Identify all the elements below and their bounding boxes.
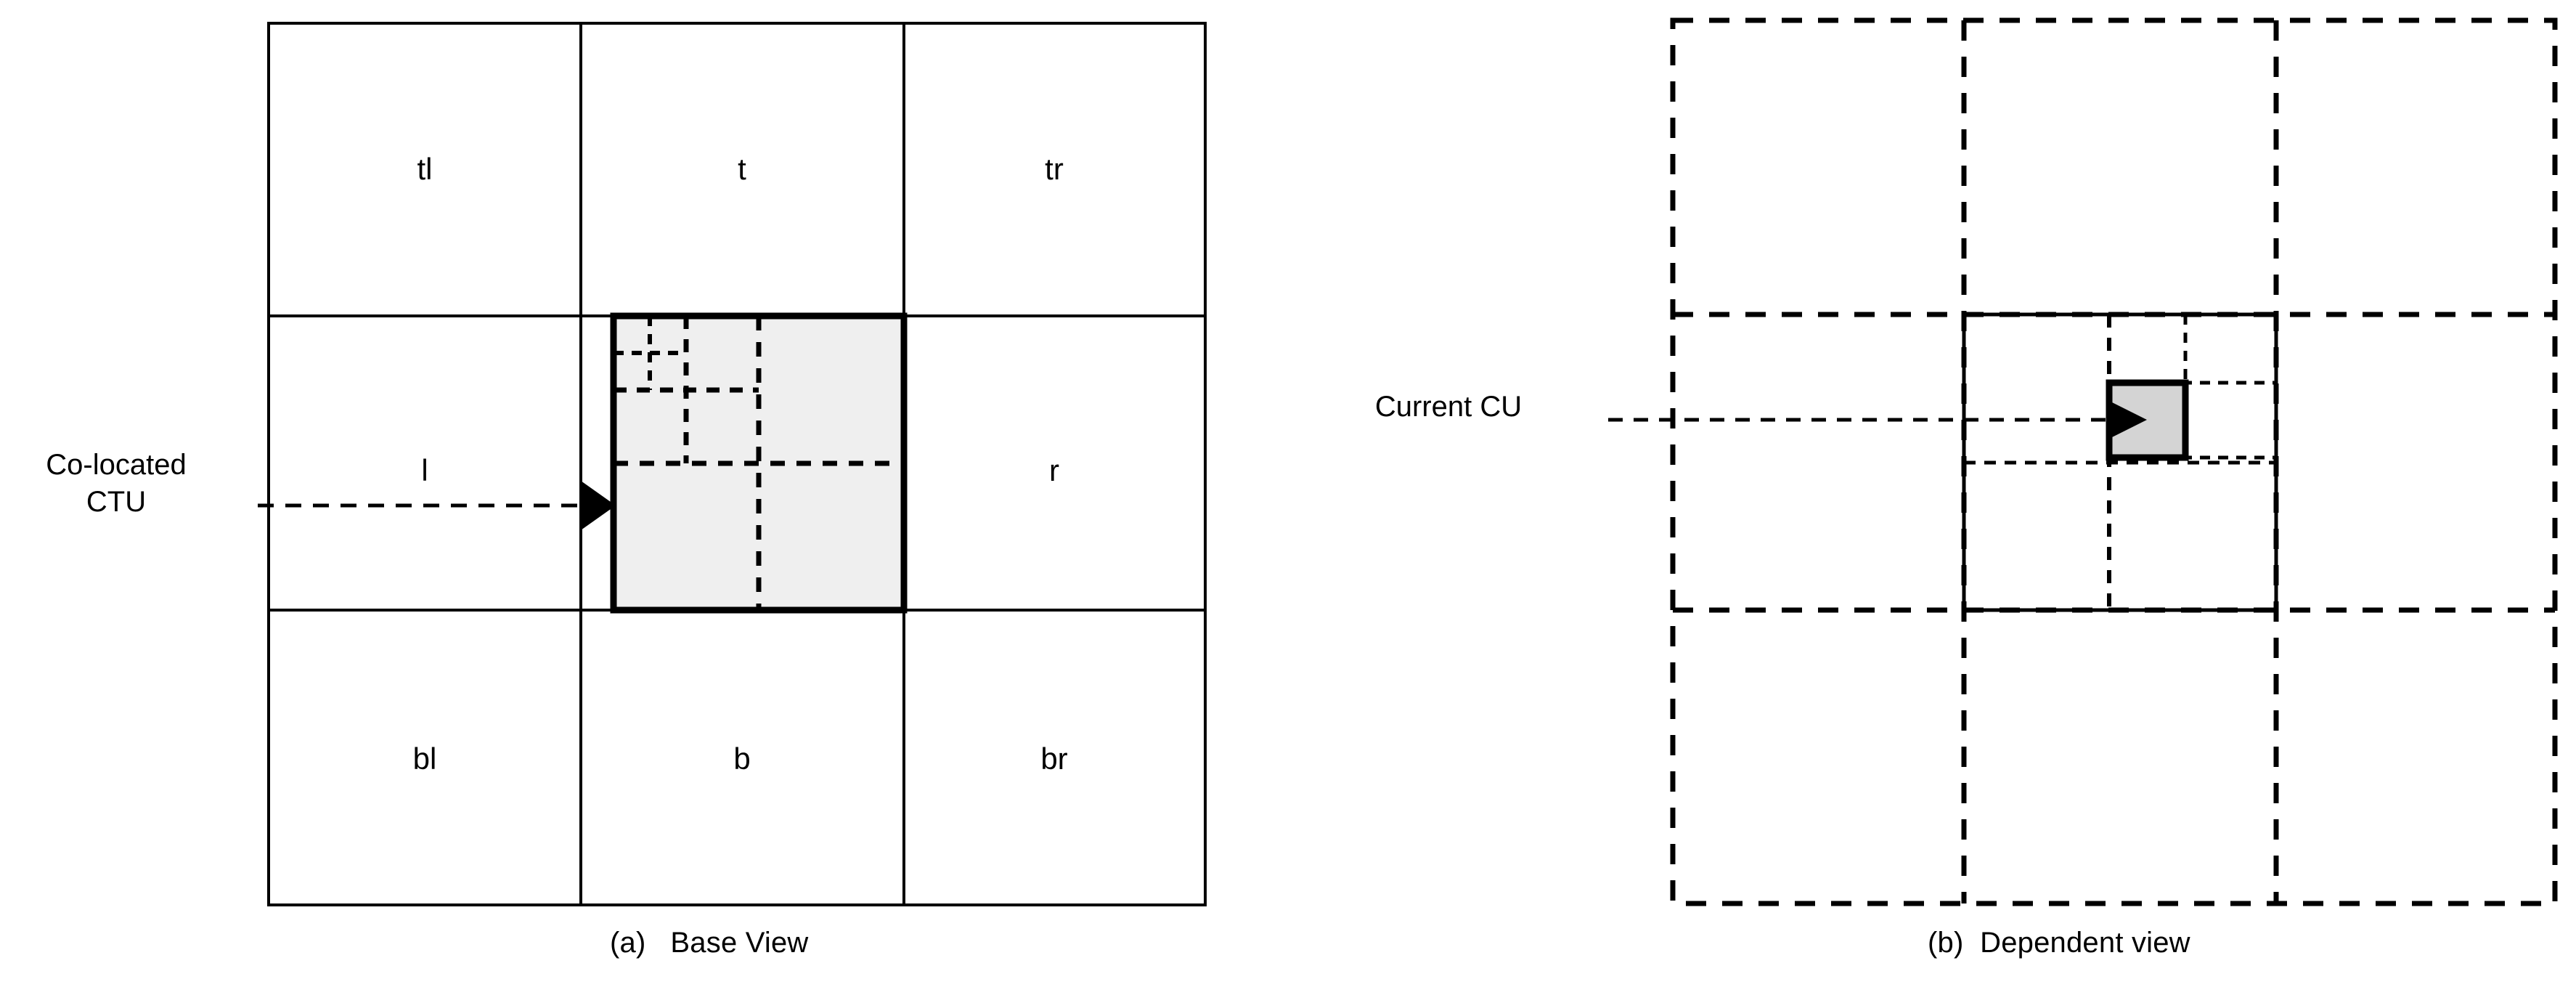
current-ctu-quadtree	[1964, 314, 2276, 610]
base-view-svg	[258, 22, 1207, 906]
current-cu-pointer	[1608, 401, 2147, 439]
panel-dependent-view	[1597, 0, 2576, 944]
dependent-view-svg	[1608, 17, 2558, 906]
panel-base-view: tl t tr l r bl b br	[0, 0, 1278, 944]
co-located-ctu-quadtree	[614, 316, 904, 610]
caption-base-view: (a) Base View	[610, 927, 809, 959]
cell-label-t: t	[738, 152, 746, 186]
cell-label-l: l	[421, 453, 428, 487]
current-cu-annotation: Current CU	[1374, 391, 1523, 423]
co-located-ctu-annotation: Co-located CTU	[46, 449, 187, 519]
cell-label-tr: tr	[1045, 152, 1064, 186]
base-view-grid	[267, 22, 1207, 906]
cell-label-r: r	[1049, 453, 1059, 487]
caption-dependent-view: (b) Dependent view	[1928, 927, 2190, 959]
cell-label-tl: tl	[417, 152, 433, 186]
cell-label-bl: bl	[412, 742, 437, 776]
co-located-ctu-pointer	[258, 481, 616, 530]
cell-label-br: br	[1040, 742, 1068, 776]
cell-label-b: b	[733, 742, 751, 776]
